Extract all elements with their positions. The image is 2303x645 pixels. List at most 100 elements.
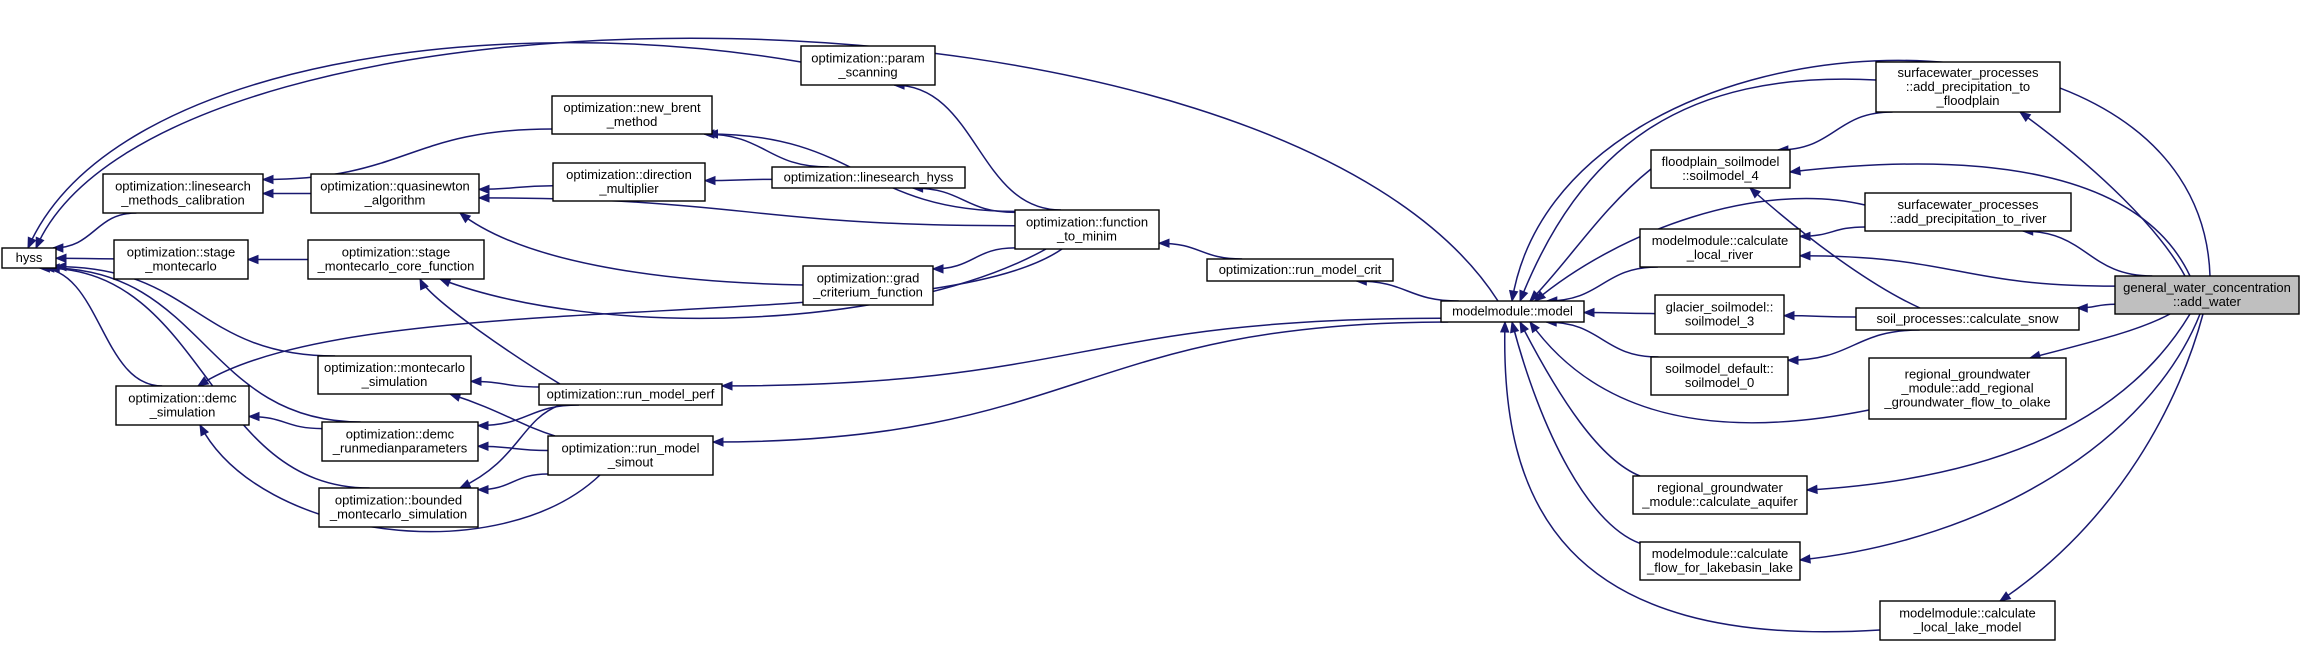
node-label-line: _simout — [607, 455, 654, 470]
arrowhead — [54, 253, 67, 264]
node-param-scan[interactable]: optimization::param_scanning — [800, 45, 936, 86]
arrowhead — [51, 243, 64, 253]
node-box — [113, 239, 249, 280]
node-demc-sim[interactable]: optimization::demc_simulation — [115, 385, 250, 426]
node-box — [771, 166, 966, 189]
node-ls-hyss[interactable]: optimization::linesearch_hyss — [771, 166, 966, 189]
edge-stage_mc_core-to-run_perf — [419, 277, 561, 385]
node-box — [1, 247, 57, 269]
arrowhead — [1998, 591, 2012, 602]
arrowhead — [931, 264, 944, 274]
arrowhead — [196, 376, 210, 387]
edge-stage_mc_core-to-func_minim — [438, 248, 1047, 320]
edge-run_simout-to-model — [711, 321, 1449, 447]
arrowhead — [1499, 320, 1510, 333]
node-calc-local-lake[interactable]: modelmodule::calculate_local_lake_model — [1879, 600, 2056, 641]
edge-stage_mc-to-stage_mc_core — [246, 254, 308, 265]
node-stage-mc-core[interactable]: optimization::stage_montecarlo_core_func… — [307, 239, 485, 280]
node-func-minim[interactable]: optimization::function_to_minim — [1014, 209, 1160, 250]
arrowhead — [477, 184, 490, 195]
node-label-line: regional_groundwater — [1905, 367, 2031, 382]
node-box — [1639, 228, 1801, 268]
edge-calc_local_river-to-sw_river — [1798, 226, 1866, 242]
arrowhead — [1788, 166, 1801, 176]
node-calc-aquifer[interactable]: regional_groundwater_module::calculate_a… — [1632, 475, 1808, 515]
node-label-line: optimization::montecarlo — [324, 360, 465, 375]
edge-func_minim-to-run_crit — [1157, 238, 1243, 260]
node-label-line: optimization::stage — [342, 245, 450, 260]
edge-hyss-to-model — [35, 37, 1499, 302]
node-label-line: _local_lake_model — [1913, 620, 2022, 635]
arrowhead — [476, 420, 489, 431]
node-quasinewton[interactable]: optimization::quasinewton_algorithm — [310, 173, 480, 214]
node-label-line: ::add_precipitation_to — [1906, 79, 2030, 94]
node-calc-local-river[interactable]: modelmodule::calculate_local_river — [1639, 228, 1801, 268]
node-box — [802, 265, 934, 306]
node-hyss[interactable]: hyss — [1, 247, 57, 269]
node-sw-floodplain[interactable]: surfacewater_processes::add_precipitatio… — [1875, 61, 2061, 113]
edge-soil_default-to-calc_snow — [1786, 329, 1920, 365]
node-model[interactable]: modelmodule::model — [1440, 300, 1585, 323]
arrowhead — [199, 423, 210, 437]
node-sw-river[interactable]: surfacewater_processes::add_precipitatio… — [1864, 192, 2072, 232]
node-ls-calib[interactable]: optimization::linesearch_methods_calibra… — [102, 173, 264, 214]
edge-demc_runmed-to-run_perf — [476, 404, 580, 431]
node-label-line: _groundwater_flow_to_olake — [1883, 395, 2050, 410]
node-label-line: _criterium_function — [812, 285, 923, 300]
edge-model-to-calc_flow_lake — [1510, 320, 1646, 546]
arrowhead — [1786, 355, 1799, 365]
nodes-layer: hyss optimization::linesearch_methods_cal… — [1, 45, 2300, 641]
edge-demc_sim-to-func_minim — [196, 248, 1063, 387]
node-bounded-mc[interactable]: optimization::bounded_montecarlo_simulat… — [318, 487, 479, 528]
node-floodplain[interactable]: floodplain_soilmodel::soilmodel_4 — [1650, 149, 1791, 189]
node-box — [1650, 149, 1791, 189]
node-box — [1875, 61, 2061, 113]
edge-sw_floodplain-to-add_water — [2018, 111, 2186, 277]
node-label-line: optimization::run_model_crit — [1219, 262, 1382, 277]
edge-floodplain-to-sw_floodplain — [1776, 111, 1893, 155]
arrowhead — [1529, 320, 1540, 334]
edge-calc_aquifer-to-add_water — [1805, 313, 2191, 495]
node-label-line: regional_groundwater — [1657, 480, 1783, 495]
node-regional-olake[interactable]: regional_groundwater_module::add_regiona… — [1868, 357, 2067, 420]
node-box — [1868, 357, 2067, 420]
node-glacier[interactable]: glacier_soilmodel::soilmodel_3 — [1654, 294, 1785, 335]
edge-bounded_mc-to-run_simout — [476, 473, 549, 495]
arrowhead — [1508, 289, 1519, 303]
edge-calc_snow-to-add_water — [2075, 303, 2116, 313]
node-label-line: surfacewater_processes — [1898, 65, 2039, 80]
node-label-line: soilmodel_0 — [1685, 375, 1754, 390]
node-add-water[interactable]: general_water_concentration::add_water — [2114, 275, 2300, 315]
node-run-crit[interactable]: optimization::run_model_crit — [1206, 258, 1394, 282]
arrowhead — [2018, 111, 2032, 122]
arrowhead — [1157, 238, 1170, 248]
node-label-line: _flow_for_lakebasin_lake — [1646, 560, 1793, 575]
arrowhead — [458, 212, 472, 224]
node-label-line: modelmodule::calculate — [1652, 233, 1789, 248]
arrowhead — [1798, 250, 1811, 261]
arrowhead — [27, 236, 37, 250]
edge-hyss-to-ls_calib — [51, 212, 137, 253]
arrowhead — [458, 479, 472, 489]
node-direction[interactable]: optimization::direction_multiplier — [552, 162, 706, 202]
node-demc-runmed[interactable]: optimization::demc_runmedianparameters — [321, 421, 479, 462]
node-box — [1206, 258, 1394, 282]
node-box — [1864, 192, 2072, 232]
node-run-perf[interactable]: optimization::run_model_perf — [538, 383, 723, 406]
node-calc-flow-lake[interactable]: modelmodule::calculate_flow_for_lakebasi… — [1639, 541, 1801, 581]
arrowhead — [1782, 310, 1795, 321]
edge-model-to-calc_local_river — [1545, 266, 1658, 306]
node-label-line: modelmodule::model — [1452, 304, 1573, 319]
node-mc-sim[interactable]: optimization::montecarlo_simulation — [317, 355, 472, 395]
node-calc-snow[interactable]: soil_processes::calculate_snow — [1855, 307, 2080, 331]
node-label-line: optimization::linesearch_hyss — [784, 170, 954, 185]
edge-demc_sim-to-demc_runmed — [247, 411, 323, 430]
node-grad-crit[interactable]: optimization::grad_criterium_function — [802, 265, 934, 306]
arrowhead — [1748, 187, 1762, 199]
node-stage-mc[interactable]: optimization::stage_montecarlo — [113, 239, 249, 280]
node-run-simout[interactable]: optimization::run_model_simout — [547, 435, 714, 476]
node-new-brent[interactable]: optimization::new_brent_method — [551, 95, 713, 135]
arrowhead — [246, 254, 259, 265]
node-label-line: _algorithm — [364, 193, 426, 208]
node-soil-default[interactable]: soilmodel_default::soilmodel_0 — [1650, 356, 1789, 396]
